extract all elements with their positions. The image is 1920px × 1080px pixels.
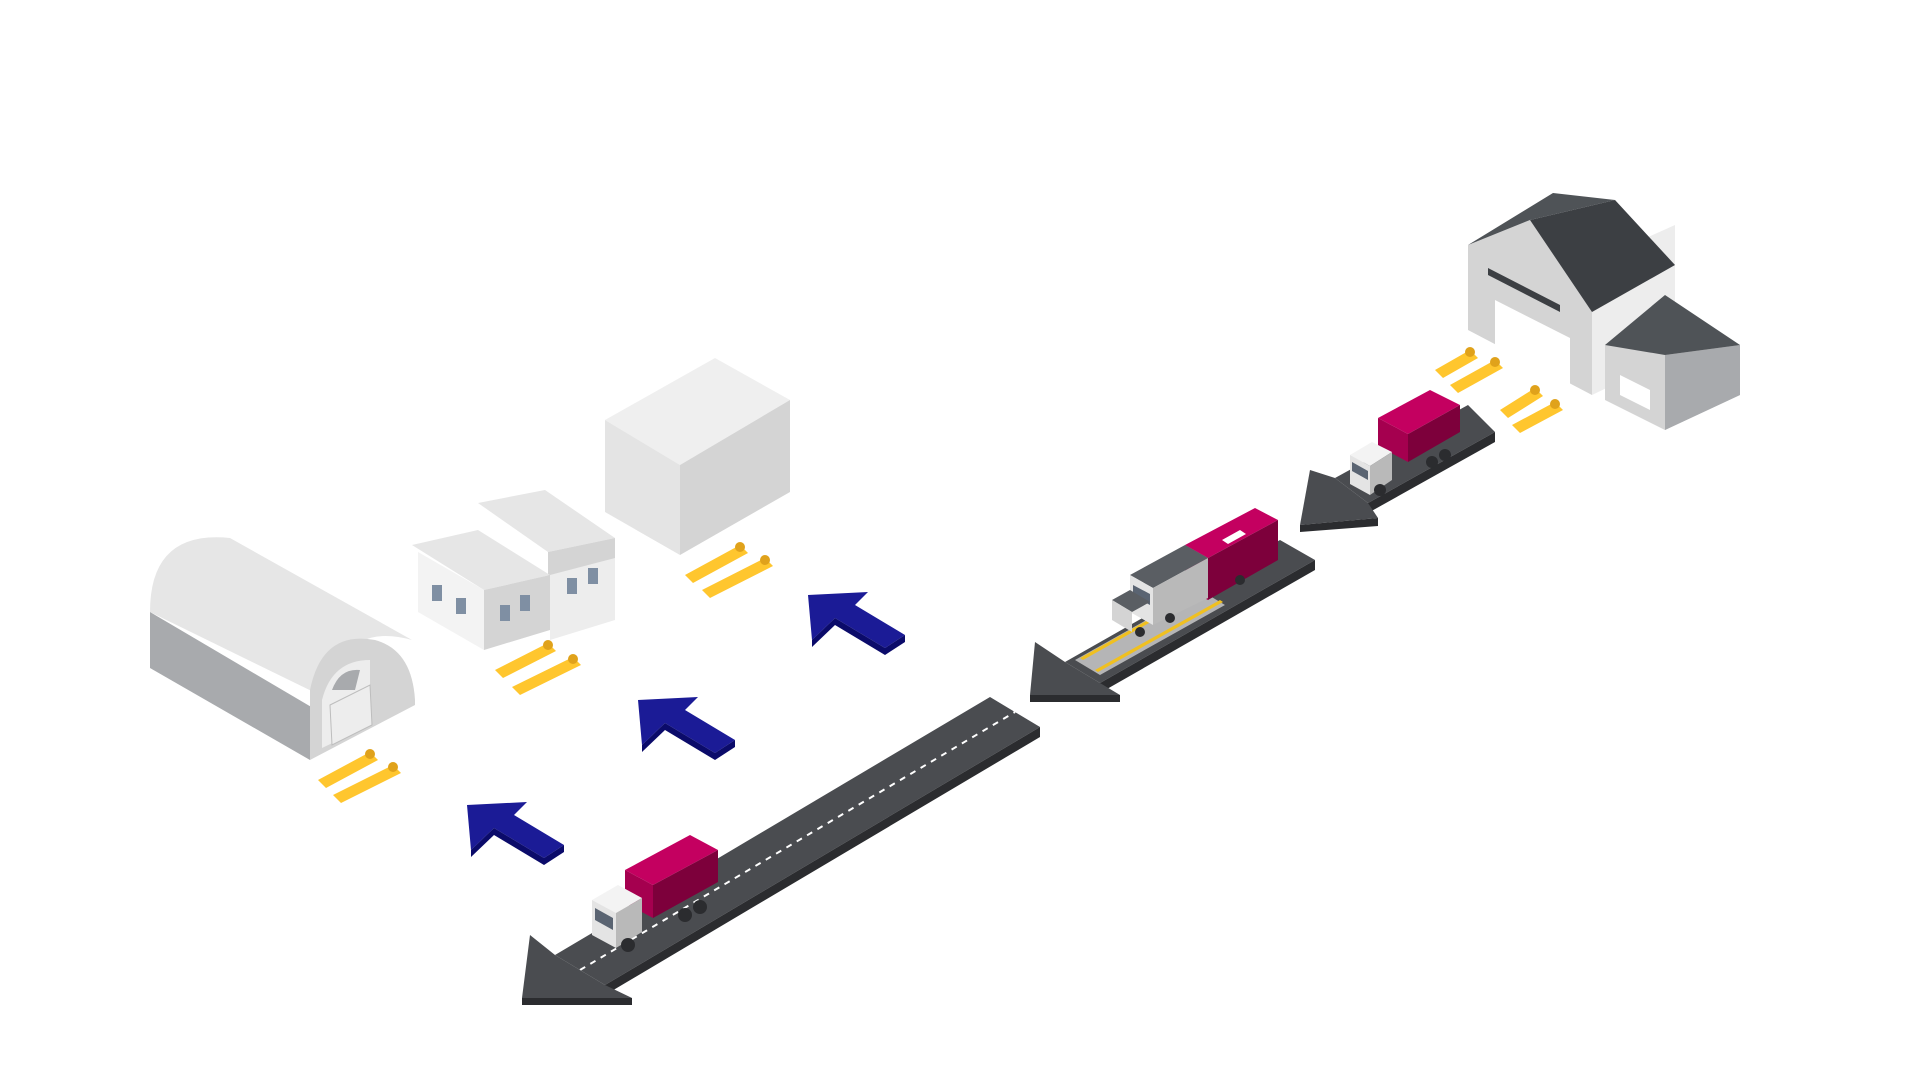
road-segment-2	[522, 697, 1040, 1005]
automotive-parts-icon	[685, 542, 773, 598]
shipping-arrow-icon	[522, 935, 632, 998]
automotive-parts-icon	[318, 749, 401, 803]
automotive-parts-icon	[1435, 347, 1563, 433]
freight-train-icon	[1112, 508, 1278, 637]
warehouse-icon	[605, 358, 790, 598]
shipping-arrow-icon	[808, 592, 905, 655]
truck-icon	[592, 835, 718, 952]
rail-segment	[1030, 540, 1315, 702]
shipping-arrow-icon	[638, 697, 735, 760]
factory-icon	[1435, 193, 1740, 433]
truck-icon	[1350, 390, 1460, 496]
hangar-icon	[150, 537, 415, 803]
office-building-icon	[412, 490, 615, 695]
shipping-arrow-icon	[1300, 470, 1378, 525]
automotive-parts-icon	[495, 640, 581, 695]
shipping-arrow-icon	[1030, 642, 1120, 695]
shipping-arrow-icon	[467, 802, 564, 865]
